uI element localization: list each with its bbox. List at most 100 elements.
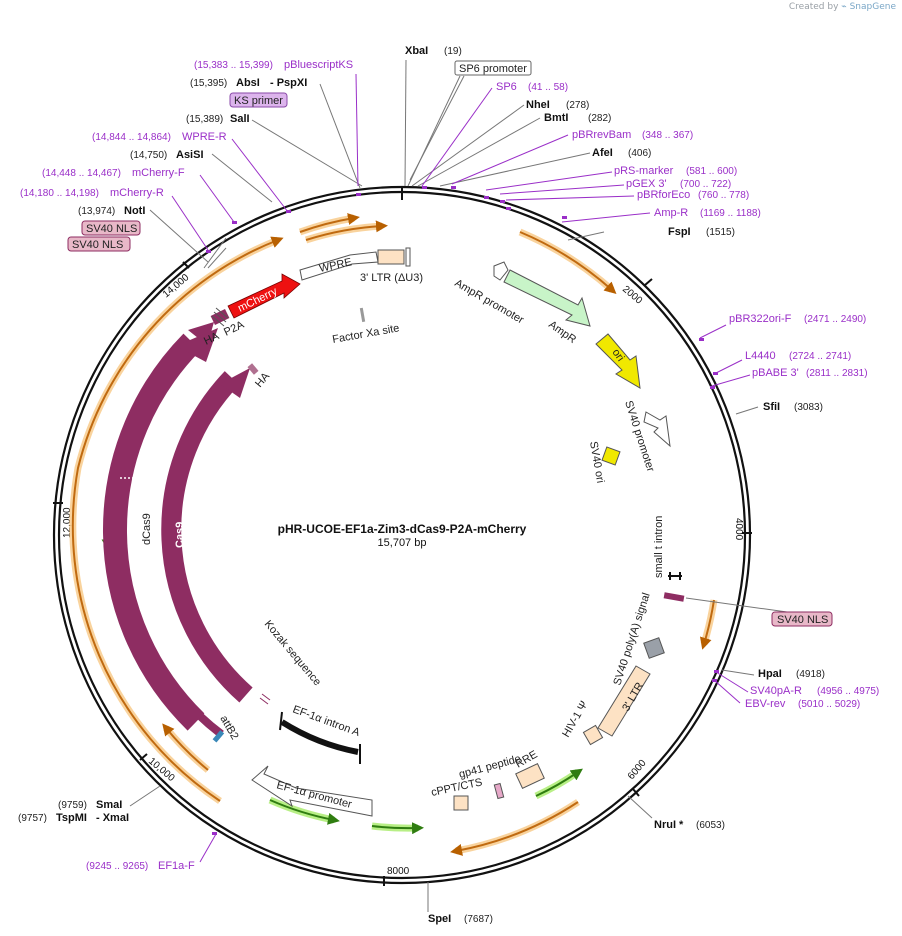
ks-primer-box[interactable] [229, 92, 288, 108]
primer-name-prs-marker[interactable]: pRS-marker [614, 165, 674, 177]
site-name-smai[interactable]: SmaI [96, 799, 122, 811]
sv40-nls-box-a[interactable] [81, 220, 141, 236]
site-name-tspmi[interactable]: TspMI [56, 812, 87, 824]
primer-name-sp6[interactable]: SP6 [496, 81, 517, 93]
sv40-ori-label: SV40 ori [587, 440, 606, 484]
site-name-sali[interactable]: SalI [230, 113, 250, 125]
sv40-nls-label-a: SV40 NLS [86, 223, 137, 235]
snapgene-credit: Created by ⌁ SnapGene [789, 2, 896, 12]
sv40-nls-box-c[interactable] [771, 611, 833, 627]
site-pos-fspi: (1515) [706, 227, 735, 238]
ef1a-intron-arc[interactable] [280, 719, 359, 755]
primer-name-mcherry-r[interactable]: mCherry-R [110, 187, 164, 199]
primer-name-amp-r[interactable]: Amp-R [654, 207, 688, 219]
gp41-label: gp41 peptide [458, 753, 523, 781]
primer-name-ebv-rev[interactable]: EBV-rev [745, 698, 786, 710]
sv40-promoter-label: SV40 promoter [622, 399, 656, 473]
ks-primer-label: KS primer [234, 95, 283, 107]
primer-name-pbluescriptks[interactable]: pBluescriptKS [284, 59, 353, 71]
cppt-block[interactable] [453, 795, 469, 811]
sv40-nls-label-c: SV40 NLS [777, 614, 828, 626]
sv40-ori-block[interactable] [601, 446, 621, 466]
site-name-noti[interactable]: NotI [124, 205, 145, 217]
primer-name-pbabe3[interactable]: pBABE 3' [752, 367, 799, 379]
site-pos-sfii: (3083) [794, 402, 823, 413]
ef1a-promoter-arrow[interactable] [251, 765, 373, 817]
sv40-nls-block-right [663, 592, 685, 602]
boxed-labels: SP6 promoter KS primer SV40 NLS SV40 NLS… [67, 60, 833, 627]
primer-pos-prs-marker: (581 .. 600) [686, 166, 737, 177]
ltr-du3-block[interactable] [377, 249, 405, 265]
cas9-arc-body [161, 371, 253, 703]
primer-name-sv40pa-r[interactable]: SV40pA-R [750, 685, 802, 697]
primer-name-mcherry-f[interactable]: mCherry-F [132, 167, 185, 179]
sp6-promoter-label: SP6 promoter [459, 63, 527, 75]
sv40-nls-box-b[interactable] [67, 236, 131, 252]
primer-pos-ebv-rev: (5010 .. 5029) [798, 699, 860, 710]
primer-name-pgex3[interactable]: pGEX 3' [626, 178, 667, 190]
sv40-nls-inner-mark [259, 693, 271, 705]
sv40-nls-label-b: SV40 NLS [72, 239, 123, 251]
primer-name-pbrrevbam[interactable]: pBRrevBam [572, 129, 631, 141]
cas9-arrowhead [220, 368, 250, 398]
site-name-xbai[interactable]: XbaI [405, 45, 428, 57]
wpre-label: WPRE [318, 256, 353, 275]
primer-labels: SP6 (41 .. 58) pBRrevBam (348 .. 367) pR… [20, 59, 879, 872]
site-name-spei[interactable]: SpeI [428, 913, 451, 925]
ori-label: ori [610, 347, 627, 364]
site-pos-nhei: (278) [566, 100, 589, 111]
primer-name-ef1a-f[interactable]: EF1a-F [158, 860, 195, 872]
site-name-sfii[interactable]: SfiI [763, 401, 780, 413]
site-pos-asisi: (14,750) [130, 150, 167, 161]
site-name-bmti[interactable]: BmtI [544, 112, 568, 124]
ampr-promoter-arrow[interactable] [493, 261, 509, 281]
mcherry-label: mCherry [236, 285, 280, 314]
rre-block[interactable] [515, 763, 545, 789]
kozak-label: Kozak sequence [262, 618, 323, 688]
attb2-block [212, 730, 225, 743]
ori-arrow[interactable] [595, 333, 641, 389]
site-pos-bmti: (282) [588, 113, 611, 124]
site-name-pspxi[interactable]: - PspXI [270, 77, 307, 89]
site-name-hpai[interactable]: HpaI [758, 668, 782, 680]
primer-pos-wpre-r: (14,844 .. 14,864) [92, 132, 171, 143]
primer-name-pbrforeco[interactable]: pBRforEco [637, 189, 690, 201]
site-pos-sali: (15,389) [186, 114, 223, 125]
sv40-polya-block[interactable] [643, 637, 665, 659]
primer-name-pbr322ori-f[interactable]: pBR322ori-F [729, 313, 792, 325]
site-pos-tspmi: (9757) [18, 813, 47, 824]
primer-site-marks [206, 186, 719, 835]
primer-pos-sv40pa-r: (4956 .. 4975) [817, 686, 879, 697]
site-pos-smai: (9759) [58, 800, 87, 811]
primer-pos-amp-r: (1169 .. 1188) [700, 208, 761, 219]
site-name-fspi[interactable]: FspI [668, 226, 691, 238]
dcas9-arrowhead [176, 328, 218, 362]
backbone-outer-ring [52, 185, 752, 885]
primer-pos-pbrrevbam: (348 .. 367) [642, 130, 693, 141]
site-name-asisi[interactable]: AsiSI [176, 149, 204, 161]
hiv-psi-block[interactable] [582, 724, 604, 746]
gp41-block[interactable] [493, 782, 505, 800]
small-t-intron-label: small t intron [653, 516, 665, 578]
primer-pos-ef1a-f: (9245 .. 9265) [86, 861, 148, 872]
snapgene-logo-icon: ⌁ [841, 2, 847, 12]
primer-name-wpre-r[interactable]: WPRE-R [182, 131, 227, 143]
ltr3-block[interactable] [597, 665, 651, 737]
ltr-du3-label: 3' LTR (ΔU3) [360, 272, 423, 284]
ampr-label: AmpR [546, 319, 578, 346]
sv40-promoter-arrow[interactable] [643, 411, 671, 448]
site-name-afei[interactable]: AfeI [592, 147, 613, 159]
primer-pos-pbrforeco: (760 .. 778) [698, 190, 749, 201]
primer-leader-lines [171, 73, 751, 863]
site-name-xmai[interactable]: - XmaI [96, 812, 129, 824]
tick-label-12000: 12,000 [62, 507, 73, 538]
site-name-nrui[interactable]: NruI * [654, 819, 684, 831]
tick-label-6000: 6000 [626, 757, 649, 781]
sp6-promoter-box[interactable] [454, 60, 532, 76]
mcherry-arrow[interactable] [227, 273, 301, 319]
ampr-arrow[interactable] [503, 269, 591, 327]
site-name-absi[interactable]: AbsI [236, 77, 260, 89]
ha-block-2 [247, 363, 259, 375]
site-name-nhei[interactable]: NheI [526, 99, 550, 111]
primer-name-l4440[interactable]: L4440 [745, 350, 776, 362]
